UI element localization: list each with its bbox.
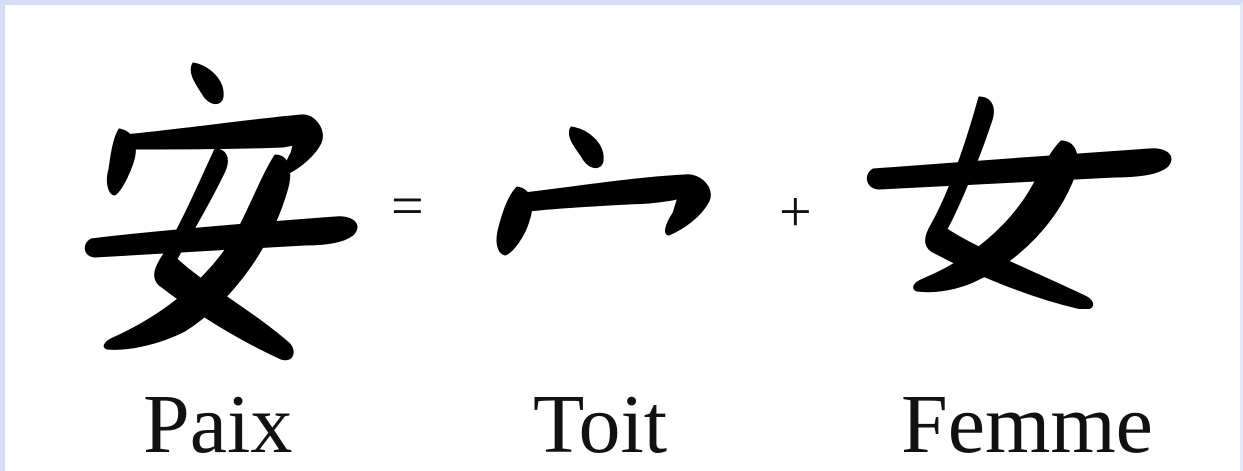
woman-character-icon [866,96,1172,309]
part1-label: Toit [533,378,668,471]
result-label: Paix [143,378,293,471]
equals-operator: = [391,173,424,238]
an-character-icon [84,62,358,361]
part2-label: Femme [901,378,1153,471]
plus-operator: + [779,179,812,244]
roof-radical-icon [496,126,711,256]
